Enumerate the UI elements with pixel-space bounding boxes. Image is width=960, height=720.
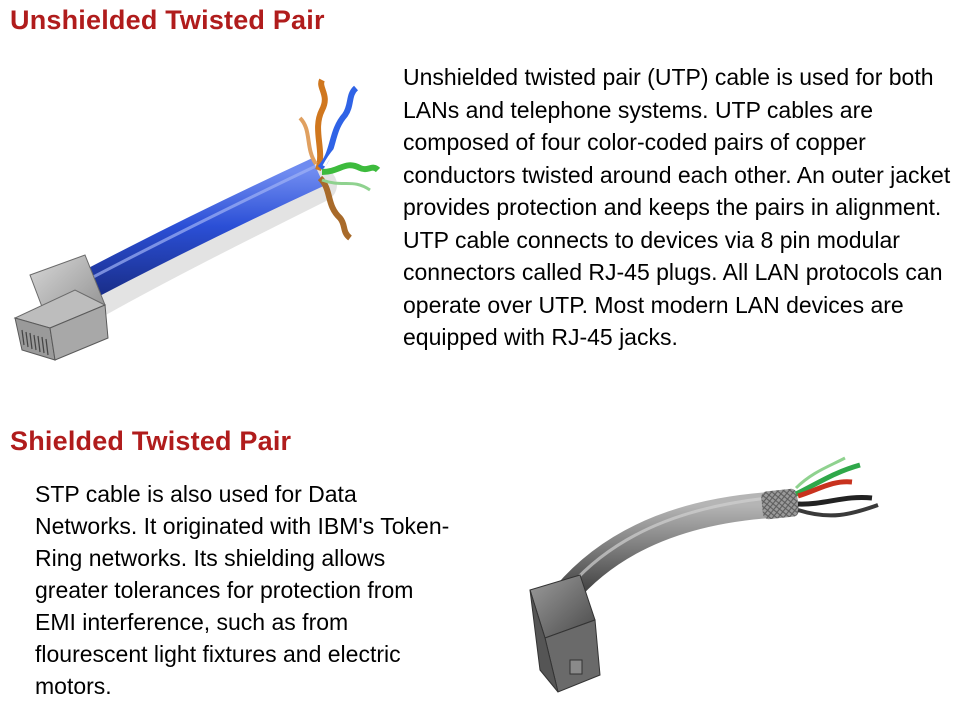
stp-braided-shield: [761, 488, 799, 520]
rj45-plug: [13, 254, 109, 361]
utp-description: Unshielded twisted pair (UTP) cable is u…: [403, 64, 951, 350]
stp-plug: [529, 574, 601, 693]
utp-heading: Unshielded Twisted Pair: [10, 5, 325, 35]
utp-cable-jacket: [67, 158, 325, 306]
stp-heading: Shielded Twisted Pair: [10, 426, 292, 456]
stp-cable-highlight: [568, 496, 769, 587]
utp-cable-image: [13, 78, 381, 361]
stp-description: STP cable is also used for Data Networks…: [35, 481, 450, 699]
stp-cable-image: [529, 456, 879, 693]
utp-cable-highlight: [79, 164, 317, 286]
utp-wires: [298, 78, 381, 241]
stp-wires: [794, 456, 879, 518]
stp-cable-jacket: [555, 492, 771, 604]
